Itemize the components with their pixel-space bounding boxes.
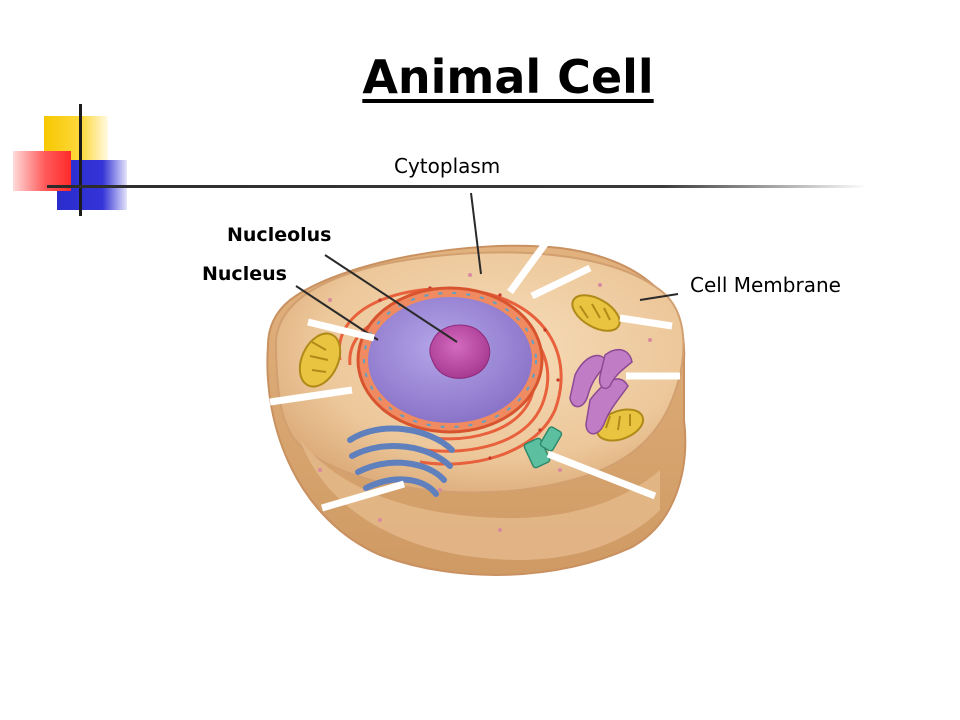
cell-membrane-leader [639, 293, 679, 301]
centrosome [523, 426, 563, 469]
nucleolus [429, 324, 491, 379]
pointer-bars [269, 237, 680, 512]
decor-vertical-rule [79, 104, 82, 216]
mitochondrion-left [298, 332, 342, 388]
smooth-er [569, 348, 633, 435]
mitochondrion-bottom-right [595, 408, 645, 442]
label-nucleolus: Nucleolus [227, 224, 332, 246]
golgi-apparatus [347, 425, 455, 497]
label-cell-membrane: Cell Membrane [690, 273, 841, 297]
mitochondrion-top-right [571, 294, 621, 332]
cytoplasm-leader [470, 192, 482, 275]
decor-horizontal-rule [47, 185, 867, 188]
nucleolus-leader [324, 254, 458, 343]
label-cytoplasm: Cytoplasm [394, 154, 501, 178]
label-nucleus: Nucleus [202, 263, 287, 285]
decor-red-square [13, 151, 71, 191]
cell-cutaway-wall [300, 440, 660, 560]
nucleus-pores [363, 292, 537, 428]
leader-lines [295, 192, 679, 343]
slide-title: Animal Cell [362, 50, 654, 104]
nucleus-leader [295, 285, 379, 341]
